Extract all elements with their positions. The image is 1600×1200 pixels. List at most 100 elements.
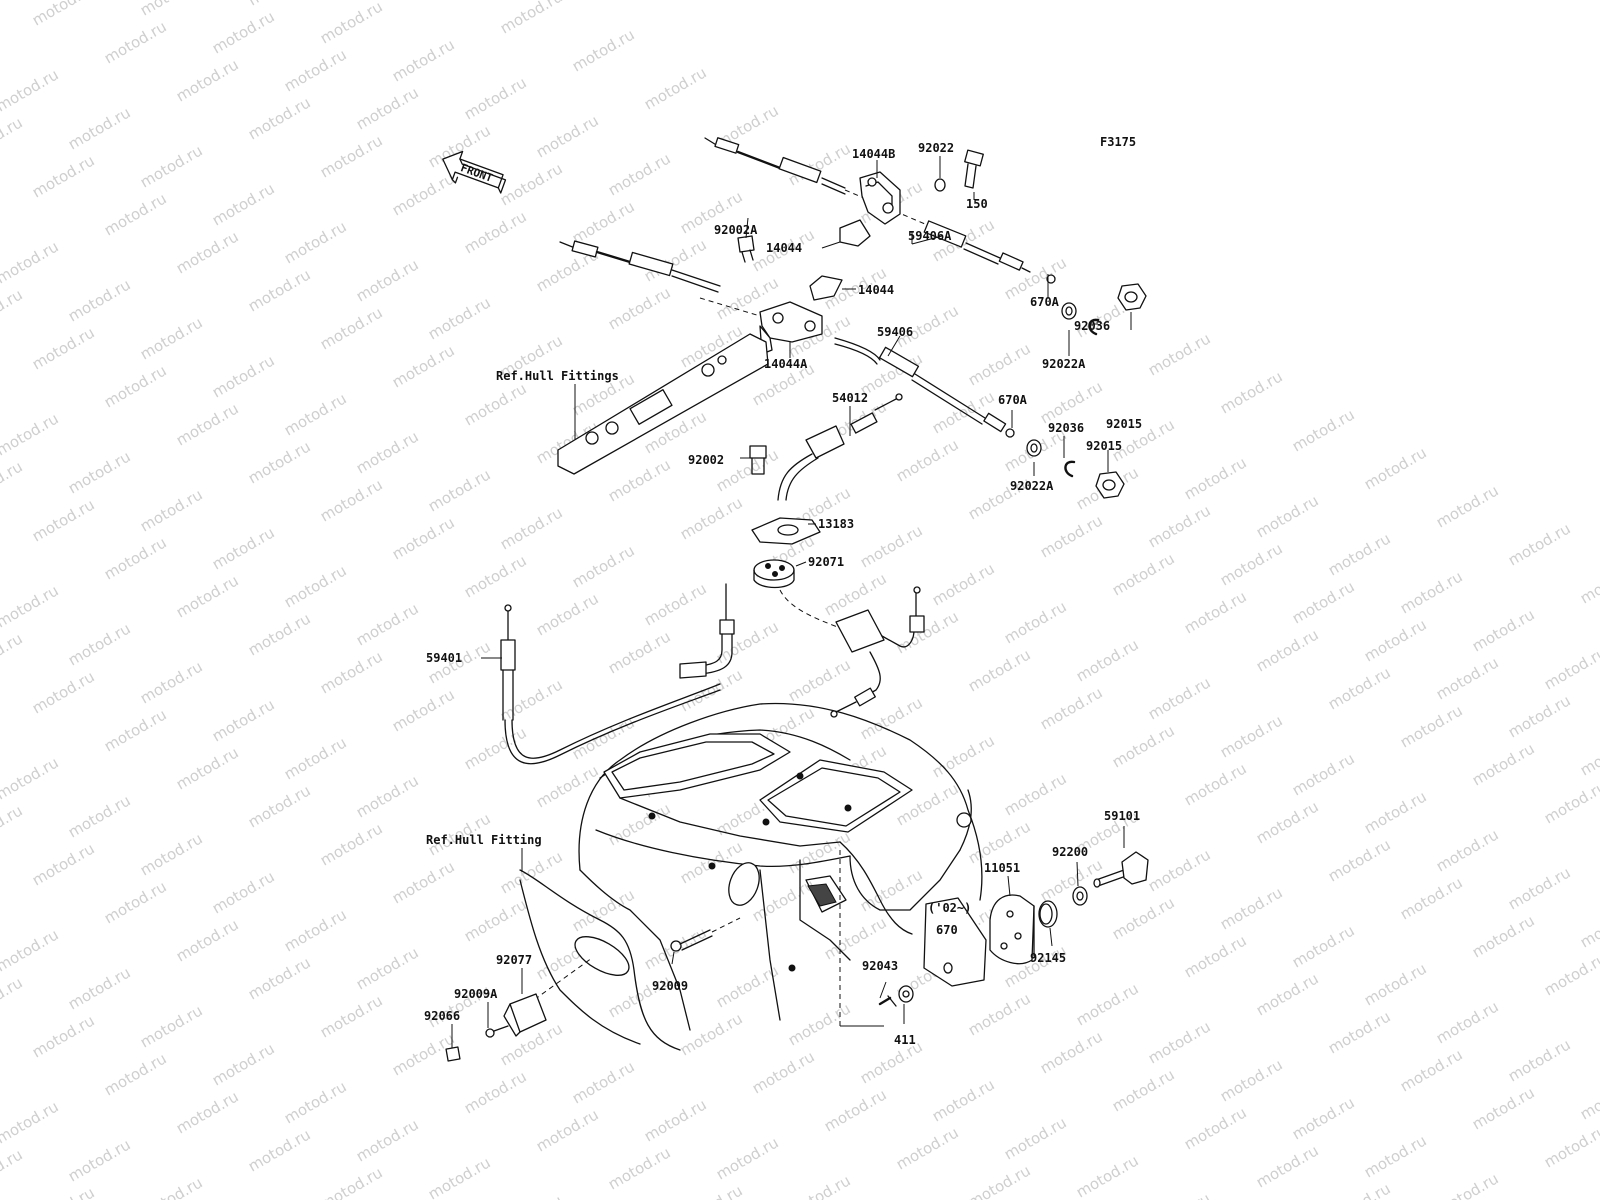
watermark-text: motod.ru xyxy=(893,435,962,485)
watermark-text: motod.ru xyxy=(65,275,134,325)
watermark-text: motod.ru xyxy=(461,1067,530,1117)
watermark-text: motod.ru xyxy=(461,73,530,123)
watermark-text: motod.ru xyxy=(173,399,242,449)
watermark-text: motod.ru xyxy=(281,733,350,783)
watermark-text: motod.ru xyxy=(1397,873,1466,923)
watermark-text: motod.ru xyxy=(245,93,314,143)
watermark-text: motod.ru xyxy=(65,963,134,1013)
watermark-text: motod.ru xyxy=(1325,1007,1394,1057)
watermark-text: motod.ru xyxy=(101,533,170,583)
choke-cable-54012 xyxy=(777,393,903,501)
label-54012: 54012 xyxy=(832,391,868,405)
watermark-text: motod.ru xyxy=(497,847,566,897)
watermark-text: motod.ru xyxy=(1001,1113,1070,1163)
watermark-text: motod.ru xyxy=(1577,557,1600,607)
watermark-text: motod.ru xyxy=(137,657,206,707)
washer-92022 xyxy=(934,178,946,192)
watermark-text: motod.ru xyxy=(137,0,206,19)
watermark-text: motod.ru xyxy=(281,45,350,95)
watermark-text: motod.ru xyxy=(0,1145,26,1195)
watermark-text: motod.ru xyxy=(245,1125,314,1175)
watermark-text: motod.ru xyxy=(1541,643,1600,693)
watermark-text: motod.ru xyxy=(1217,539,1286,589)
watermark-text: motod.ru xyxy=(1397,567,1466,617)
watermark-text: motod.ru xyxy=(0,409,62,459)
watermark-text: motod.ru xyxy=(677,493,746,543)
watermark-text: motod.ru xyxy=(605,149,674,199)
watermark-text: motod.ru xyxy=(533,761,602,811)
watermark-text: motod.ru xyxy=(1253,491,1322,541)
watermark-text: motod.ru xyxy=(137,1173,206,1200)
watermark-text: motod.ru xyxy=(965,645,1034,695)
o-ring-670A-upper xyxy=(1046,274,1056,284)
watermark-text: motod.ru xyxy=(1325,663,1394,713)
watermark-text: motod.ru xyxy=(1253,969,1322,1019)
watermark-text: motod.ru xyxy=(1469,605,1538,655)
watermark-text: motod.ru xyxy=(1397,701,1466,751)
watermark-text: motod.ru xyxy=(1037,511,1106,561)
watermark-text: motod.ru xyxy=(1433,481,1502,531)
watermark-text: motod.ru xyxy=(173,227,242,277)
label-14044-lower: 14044 xyxy=(858,283,894,297)
label-92022: 92022 xyxy=(918,141,954,155)
watermark-text: motod.ru xyxy=(1325,835,1394,885)
leader-lines xyxy=(451,156,1132,1048)
watermark-text: motod.ru xyxy=(677,1181,746,1200)
cable-59406A xyxy=(704,137,1031,273)
label-92077: 92077 xyxy=(496,953,532,967)
watermark-text: motod.ru xyxy=(245,265,314,315)
watermark-text: motod.ru xyxy=(929,1075,998,1125)
label-ref-hull-fittings: Ref.Hull Fittings xyxy=(496,369,619,383)
watermark-text: motod.ru xyxy=(1577,729,1600,779)
watermark-text: motod.ru xyxy=(569,713,638,763)
watermark-text: motod.ru xyxy=(1289,749,1358,799)
watermark-text: motod.ru xyxy=(29,1011,98,1061)
label-92036-lower: 92036 xyxy=(1048,421,1084,435)
bolt-92002A xyxy=(737,235,755,263)
label-92022A-upper: 92022A xyxy=(1042,357,1086,371)
watermark-text: motod.ru xyxy=(1181,759,1250,809)
watermark-text: motod.ru xyxy=(137,313,206,363)
watermark-text: motod.ru xyxy=(785,1171,854,1200)
nut-92066 xyxy=(445,1046,461,1062)
label-14044B: 14044B xyxy=(852,147,895,161)
watermark-text: motod.ru xyxy=(641,1095,710,1145)
watermark-text: motod.ru xyxy=(353,771,422,821)
label-150: 150 xyxy=(966,197,988,211)
label-92071: 92071 xyxy=(808,555,844,569)
watermark-text: motod.ru xyxy=(317,303,386,353)
mounting-plate xyxy=(557,333,769,475)
watermark-text: motod.ru xyxy=(101,877,170,927)
watermark-text: motod.ru xyxy=(965,1161,1034,1200)
watermark-text: motod.ru xyxy=(317,991,386,1041)
watermark-text: motod.ru xyxy=(173,915,242,965)
label-670A-lower: 670A xyxy=(998,393,1028,407)
watermark-text: motod.ru xyxy=(29,0,98,29)
watermark-text: motod.ru xyxy=(0,801,26,851)
watermark-text: motod.ru xyxy=(749,1047,818,1097)
watermark-text: motod.ru xyxy=(29,839,98,889)
label-14044A: 14044A xyxy=(764,357,808,371)
ring-92145 xyxy=(1038,900,1058,928)
watermark-text: motod.ru xyxy=(533,589,602,639)
watermark-text: motod.ru xyxy=(1217,367,1286,417)
watermark-text: motod.ru xyxy=(641,579,710,629)
watermark-text: motod.ru xyxy=(209,695,278,745)
watermark-text: motod.ru xyxy=(1433,997,1502,1047)
watermark-text: motod.ru xyxy=(605,799,674,849)
label-92200: 92200 xyxy=(1052,845,1088,859)
watermark-text: motod.ru xyxy=(533,1105,602,1155)
washer-92200 xyxy=(1072,886,1088,906)
watermark-text: motod.ru xyxy=(1577,901,1600,951)
pin-92043 xyxy=(878,995,897,1007)
watermark-text: motod.ru xyxy=(1469,911,1538,961)
watermark-text: motod.ru xyxy=(101,1049,170,1099)
watermark-text: motod.ru xyxy=(0,1097,62,1147)
nut-92015-lower xyxy=(1095,471,1125,499)
watermark-text: motod.ru xyxy=(1145,673,1214,723)
watermark-text: motod.ru xyxy=(1109,721,1178,771)
watermark-text: motod.ru xyxy=(1505,519,1574,569)
hull-side-panel xyxy=(519,869,681,1051)
watermark-text: motod.ru xyxy=(317,647,386,697)
watermark-text: motod.ru xyxy=(137,485,206,535)
